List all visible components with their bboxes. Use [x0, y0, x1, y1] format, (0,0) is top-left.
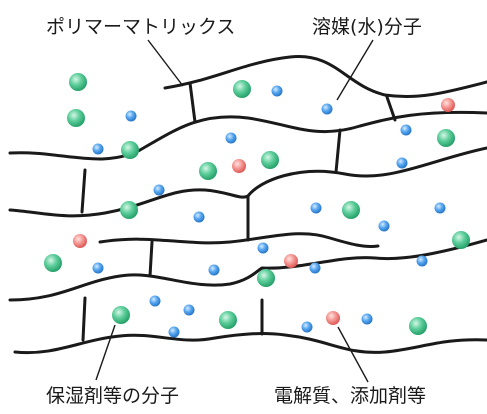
- cross-link: [148, 240, 154, 278]
- green-molecules: [44, 73, 470, 335]
- solvent-molecule: [416, 255, 428, 267]
- cross-link: [334, 128, 342, 174]
- solvent-molecule: [361, 313, 373, 325]
- humectant-molecule: [44, 254, 62, 272]
- humectant-molecule: [437, 129, 455, 147]
- polymer-strand: [8, 146, 487, 218]
- solvent-molecule: [225, 132, 237, 144]
- cross-link: [81, 296, 87, 342]
- cross-link: [80, 168, 87, 214]
- polymer-strand: [8, 238, 487, 302]
- blue-molecules: [92, 85, 446, 338]
- humectant-leader: [95, 324, 116, 381]
- electrolyte-molecule: [326, 311, 340, 325]
- solvent-molecule: [400, 124, 412, 136]
- polymer-strands: [8, 55, 487, 355]
- electrolyte-molecule: [441, 98, 455, 112]
- polymer-strand: [8, 110, 487, 161]
- solvent-molecule: [92, 262, 104, 274]
- polymer-strand: [98, 232, 380, 248]
- polymer-matrix-label: ポリマーマトリックス: [46, 16, 236, 38]
- electrolyte-molecule: [232, 159, 246, 173]
- solvent-molecule: [321, 103, 333, 115]
- leader-lines: [95, 39, 374, 383]
- humectant-molecule: [409, 317, 427, 335]
- humectant-molecule: [199, 162, 217, 180]
- solvent-molecule: [271, 85, 283, 97]
- solvent-molecule: [193, 211, 205, 223]
- humectant-molecule: [233, 80, 251, 98]
- cross-link: [385, 95, 397, 122]
- red-molecules: [73, 98, 455, 325]
- solvent-molecule: [208, 264, 220, 276]
- solvent-molecule: [301, 321, 313, 333]
- polymer-strand: [13, 332, 487, 355]
- humectant-molecule: [342, 201, 360, 219]
- polymer-matrix-leader: [147, 39, 184, 87]
- humectant-molecule: [120, 201, 138, 219]
- humectant-molecule: [69, 73, 87, 91]
- humectant-molecule: [121, 141, 139, 159]
- electrolyte-label: 電解質、添加剤等: [274, 385, 427, 407]
- solvent-molecule: [378, 220, 390, 232]
- solvent-molecule: [309, 262, 321, 274]
- humectant-molecule: [257, 269, 275, 287]
- solvent-molecule: [168, 326, 180, 338]
- humectant-label: 保湿剤等の分子: [46, 385, 180, 407]
- humectant-molecule: [219, 311, 237, 329]
- cross-link: [188, 81, 197, 124]
- solvent-molecule: [153, 184, 165, 196]
- electrolyte-molecule: [284, 254, 298, 268]
- electrolyte-leader: [337, 326, 369, 383]
- electrolyte-molecule: [73, 234, 87, 248]
- solvent-molecule: [434, 202, 446, 214]
- polymer-strand: [163, 55, 487, 99]
- humectant-molecule: [452, 231, 470, 249]
- solvent-molecule: [149, 295, 161, 307]
- humectant-molecule: [261, 151, 279, 169]
- solvent-molecule: [125, 110, 137, 122]
- solvent-leader: [336, 39, 374, 101]
- solvent-molecule: [92, 143, 104, 155]
- humectant-molecule: [67, 109, 85, 127]
- cross-links: [80, 81, 397, 342]
- humectant-molecule: [112, 306, 130, 324]
- solvent-molecule: [396, 157, 408, 169]
- solvent-molecule: [183, 304, 195, 316]
- solvent-molecule: [310, 202, 322, 214]
- solvent-label: 溶媒(水)分子: [312, 16, 422, 38]
- solvent-molecule: [257, 242, 269, 254]
